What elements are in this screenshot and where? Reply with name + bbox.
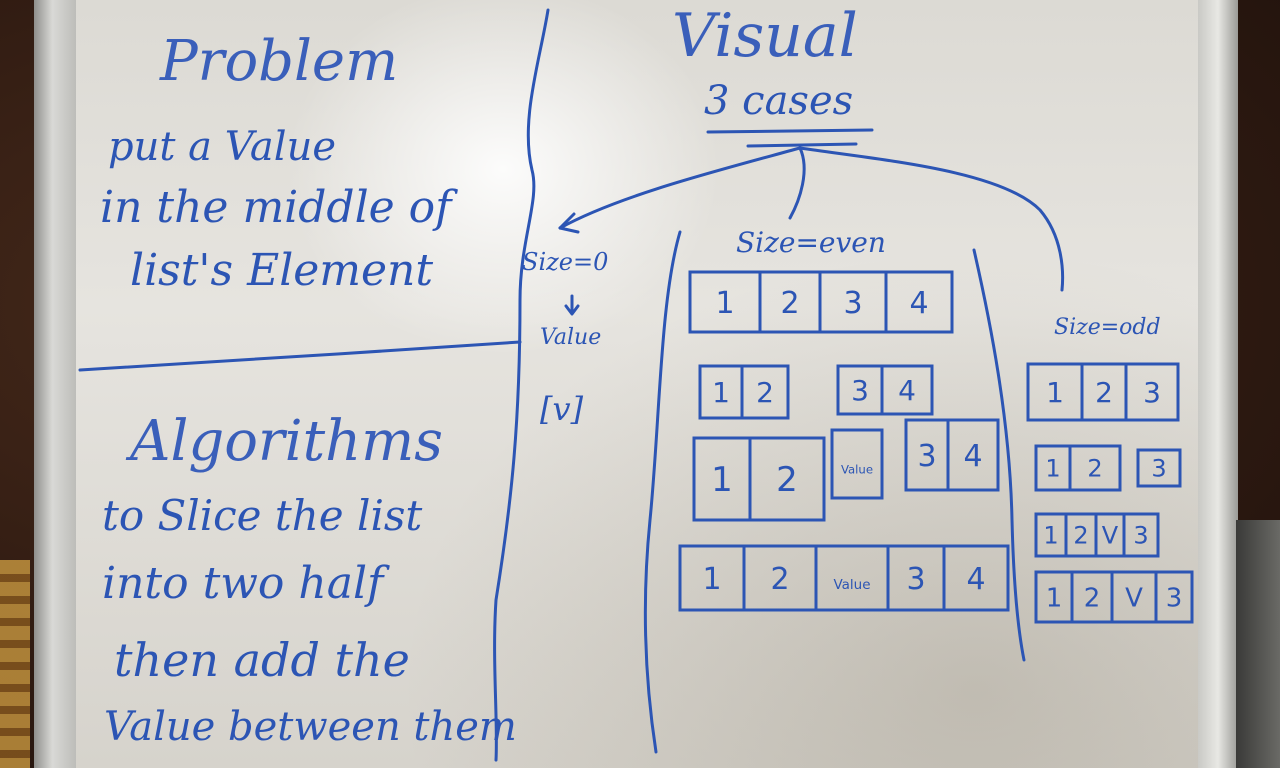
odd-row-4-cell-4-text: 3 (1166, 583, 1183, 613)
algorithm-line-2: into two half (102, 558, 390, 609)
case-odd-label: Size=odd (1054, 315, 1161, 340)
whiteboard-frame-right (1198, 0, 1238, 768)
whiteboard-frame-left (34, 0, 80, 768)
odd-row-4-cell-3-text: V (1125, 583, 1143, 613)
algorithm-line-4: Value between them (104, 704, 517, 750)
even-row-1-cell-4-text: 4 (909, 286, 928, 321)
even-b-row-2-cell-1-text: 3 (851, 374, 869, 407)
case-divider-right (972, 248, 1026, 662)
problem-line-2: in the middle of (100, 182, 458, 233)
odd-row-3-cell-4-text: 3 (1133, 522, 1148, 550)
even-row-1-cell-3-text: 3 (843, 286, 862, 321)
odd-row-3-cell-2-text: 2 (1073, 522, 1088, 550)
underline-1 (706, 128, 874, 134)
problem-line-1: put a Value (108, 124, 336, 170)
visual-title: Visual (672, 1, 858, 71)
branch-odd (798, 146, 1065, 292)
even-row-1-cell-1-text: 1 (715, 286, 734, 321)
even-v-row-3-cell-1-text: Value (841, 462, 873, 476)
section-divider (78, 340, 522, 372)
visual-subtitle: 3 cases (704, 78, 853, 124)
odd-a-row-2-cell-2 (1068, 444, 1122, 492)
even-b-row-3-cell-1-text: 3 (917, 439, 936, 474)
background-object (1236, 520, 1280, 768)
even-a-row-3-cell-2-text: 2 (776, 460, 798, 500)
problem-line-3: list's Element (130, 245, 433, 296)
case-divider-left (643, 230, 682, 754)
arrow-zero (558, 212, 580, 234)
even-a-row-3-cell-1-text: 1 (711, 460, 733, 500)
odd-row-1-cell-1-text: 1 (1046, 376, 1064, 409)
even-b-row-2-cell-2-text: 4 (898, 374, 916, 407)
odd-row-4-cell-4 (1154, 570, 1194, 624)
odd-row-1-cell-2-text: 2 (1095, 376, 1113, 409)
case-even-label: Size=even (736, 226, 886, 259)
even-row-4-cell-1-text: 1 (702, 562, 721, 597)
odd-row-3-cell-1-text: 1 (1043, 522, 1058, 550)
even-row-4-cell-5 (942, 544, 1010, 612)
even-row-4-cell-5-text: 4 (966, 562, 985, 597)
even-row-4-cell-4-text: 3 (906, 562, 925, 597)
algorithm-line-1: to Slice the list (102, 491, 422, 540)
even-b-row-2-cell-2 (880, 364, 934, 416)
algorithm-title: Algorithms (125, 409, 443, 474)
even-a-row-2-cell-1-text: 1 (712, 376, 730, 409)
case-zero-value-label: Value (540, 325, 601, 350)
underline-2 (746, 142, 858, 148)
algorithm-line-3: then add the (114, 633, 410, 687)
even-a-row-2-cell-2 (740, 364, 790, 420)
odd-row-3-cell-4 (1122, 512, 1160, 558)
even-v-row-3-cell-1 (830, 428, 884, 500)
odd-a-row-2-cell-2-text: 2 (1087, 455, 1102, 483)
branch-zero (558, 146, 802, 230)
whiteboard (76, 0, 1200, 768)
odd-row-1-cell-3-text: 3 (1143, 376, 1161, 409)
branch-even (788, 146, 806, 220)
odd-row-1-cell-3 (1124, 362, 1180, 422)
even-row-1-cell-4 (884, 270, 954, 334)
odd-row-4-cell-1-text: 1 (1046, 583, 1063, 613)
odd-row-4-cell-2-text: 2 (1084, 583, 1101, 613)
odd-row-3-cell-3-text: V (1102, 522, 1119, 550)
case-zero-label: Size=0 (522, 248, 608, 276)
even-a-row-2-cell-2-text: 2 (756, 376, 774, 409)
problem-title: Problem (159, 29, 398, 94)
odd-a-row-2-cell-1-text: 1 (1045, 455, 1060, 483)
arrow-down-zero (564, 294, 580, 316)
even-b-row-3-cell-2 (946, 418, 1000, 492)
even-b-row-3-cell-2-text: 4 (963, 439, 982, 474)
case-zero-result: [v] (540, 390, 584, 428)
odd-b-row-2-cell-1-text: 3 (1151, 455, 1166, 483)
even-row-1-cell-2-text: 2 (780, 286, 799, 321)
column-divider (493, 8, 550, 762)
odd-b-row-2-cell-1 (1136, 448, 1182, 488)
even-a-row-3-cell-2 (748, 436, 826, 522)
even-row-4-cell-2-text: 2 (770, 562, 789, 597)
even-row-4-cell-3-text: Value (833, 577, 870, 593)
ruler-edge (0, 560, 30, 768)
